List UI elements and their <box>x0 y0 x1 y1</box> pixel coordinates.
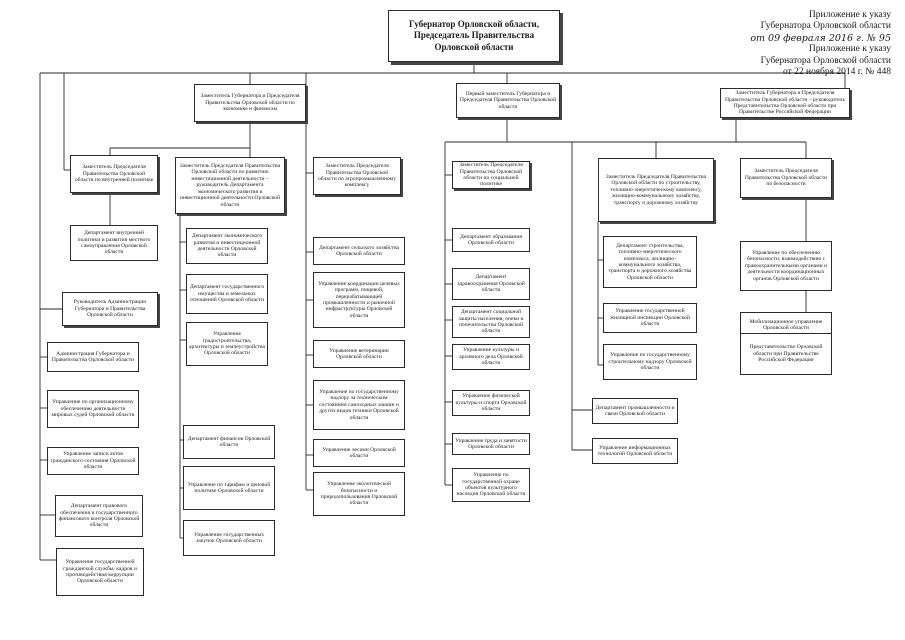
security-unit-label-0: Управление по обеспечению безопасности, … <box>744 249 828 282</box>
agro-unit-label-3: Управление по государственному надзору з… <box>319 388 399 421</box>
annex-date-number-original: от 22 ноября 2014 г. № 448 <box>782 66 891 77</box>
investment-unit-box-4: Управление по тарифам и ценовой политике… <box>183 466 275 510</box>
security-unit-box-2: Представительство Орловской области при … <box>740 333 832 375</box>
industry-unit-label-1: Управление информационных технологий Орл… <box>597 444 673 457</box>
deputy-agro-box: Заместитель Председателя Правительства О… <box>313 157 401 195</box>
deputy-economy-box: Заместитель Губернатора и Председателя П… <box>194 84 306 122</box>
construction-unit-label-2: Управление по государственному строитель… <box>608 352 692 372</box>
internal-policy-head-label: Заместитель Председателя Правительства О… <box>74 164 154 184</box>
investment-unit-label-0: Департамент экономического развития и ин… <box>191 233 263 259</box>
deputy-security-box: Заместитель Председателя Правительства О… <box>740 158 832 198</box>
agro-unit-box-0: Департамент сельского хозяйства Орловско… <box>313 237 405 265</box>
deputy-construction-box: Заместитель Председателя Правительства О… <box>598 158 714 222</box>
investment-unit-box-5: Управление государственных закупок Орлов… <box>183 520 275 556</box>
construction-unit-box-2: Управление по государственному строитель… <box>603 344 697 380</box>
internal-policy-unit-box: Департамент внутренней политики и развит… <box>70 225 158 261</box>
social-unit-label-1: Департамент здравоохранения Орловской об… <box>457 274 525 294</box>
admin-unit-box-1: Управление по организационному обеспечен… <box>47 390 139 428</box>
investment-unit-box-1: Департамент государственного имущества и… <box>186 274 268 314</box>
social-unit-box-3: Управление культуры и архивного дела Орл… <box>452 344 530 370</box>
social-unit-label-6: Управление по государственной охране объ… <box>456 472 526 498</box>
admin-unit-label-0: Администрация Губернатора и Правительств… <box>51 350 135 363</box>
construction-unit-label-1: Управление государственной жилищной инсп… <box>610 308 690 328</box>
annex-header: Приложение к указу Губернатора Орловской… <box>651 10 891 78</box>
investment-unit-label-3: Департамент финансов Орловской области <box>187 435 271 448</box>
first-deputy-label: Первый заместитель Губернатора и Председ… <box>459 90 557 110</box>
agro-unit-label-5: Управление экологической безопасности и … <box>320 481 398 507</box>
agro-unit-label-4: Управление лесами Орловской области <box>322 446 396 459</box>
admin-head-box: Руководитель Администрации Губернатора и… <box>62 292 158 326</box>
security-unit-label-1: Мобилизационное управление Орловской обл… <box>749 318 823 331</box>
investment-unit-box-3: Департамент финансов Орловской области <box>183 425 275 459</box>
social-unit-box-5: Управление труда и занятости Орловской о… <box>452 433 530 455</box>
deputy-representative-box: Заместитель Губернатора и Председателя П… <box>720 88 850 118</box>
industry-unit-box-0: Департамент промышленности и связи Орлов… <box>592 398 678 424</box>
annex-title: Приложение к указу <box>808 10 891 20</box>
deputy-security-label: Заместитель Председателя Правительства О… <box>744 168 828 188</box>
construction-unit-box-0: Департамент строительства, топливно-энер… <box>603 236 697 288</box>
social-unit-box-2: Департамент социальной защиты населения,… <box>452 306 530 338</box>
governor-box: Губернатор Орловской области, Председате… <box>388 10 560 62</box>
investment-head-label: Заместитель Председателя Правительства О… <box>179 163 281 208</box>
social-unit-label-5: Управление труда и занятости Орловской о… <box>455 437 527 450</box>
agro-unit-label-0: Департамент сельского хозяйства Орловско… <box>319 244 399 257</box>
admin-unit-box-3: Департамент правового обеспечения и госу… <box>55 495 143 537</box>
security-unit-label-2: Представительство Орловской области при … <box>749 344 823 364</box>
agro-unit-label-2: Управление ветеринарии Орловской области <box>329 347 389 360</box>
social-unit-label-2: Департамент социальной защиты населения,… <box>458 309 524 335</box>
investment-unit-label-2: Управление градостроительства, архитекту… <box>189 331 265 357</box>
industry-unit-box-1: Управление информационных технологий Орл… <box>592 438 678 464</box>
admin-unit-box-2: Управление записи актов гражданского сос… <box>47 447 139 475</box>
annex-title-original: Приложение к указу <box>808 44 891 55</box>
social-unit-box-1: Департамент здравоохранения Орловской об… <box>452 268 530 300</box>
investment-unit-label-1: Департамент государственного имущества и… <box>189 284 265 304</box>
agro-unit-box-4: Управление лесами Орловской области <box>313 439 405 467</box>
social-unit-box-6: Управление по государственной охране объ… <box>452 468 530 502</box>
construction-unit-box-1: Управление государственной жилищной инсп… <box>603 303 697 333</box>
security-unit-box-0: Управление по обеспечению безопасности, … <box>740 241 832 291</box>
investment-unit-label-5: Управление государственных закупок Орлов… <box>193 531 265 544</box>
agro-unit-box-1: Управление координации целевых программ,… <box>313 272 405 328</box>
social-unit-label-4: Управление физической культуры и спорта … <box>455 393 527 413</box>
deputy-construction-label: Заместитель Председателя Правительства О… <box>605 173 707 206</box>
admin-unit-label-3: Департамент правового обеспечения и госу… <box>58 503 140 529</box>
social-unit-box-0: Департамент образования Орловской област… <box>452 228 530 252</box>
governor-label: Губернатор Орловской области, Председате… <box>409 19 539 52</box>
agro-unit-label-1: Управление координации целевых программ,… <box>318 280 400 319</box>
social-unit-label-3: Управление культуры и архивного дела Орл… <box>459 347 523 367</box>
deputy-social-label: Заместитель Председателя Правительства О… <box>459 162 523 188</box>
deputy-agro-label: Заместитель Председателя Правительства О… <box>317 163 397 189</box>
internal-policy-head-box: Заместитель Председателя Правительства О… <box>70 155 158 193</box>
admin-unit-label-2: Управление записи актов гражданского сос… <box>50 451 136 471</box>
social-unit-box-4: Управление физической культуры и спорта … <box>452 390 530 416</box>
annex-issuer: Губернатора Орловской области <box>760 21 891 32</box>
first-deputy-box: Первый заместитель Губернатора и Председ… <box>456 83 560 118</box>
agro-unit-box-3: Управление по государственному надзору з… <box>313 380 405 430</box>
admin-unit-label-4: Управление государственной гражданской с… <box>63 559 137 585</box>
internal-policy-unit-label: Департамент внутренней политики и развит… <box>77 230 151 256</box>
admin-unit-label-1: Управление по организационному обеспечен… <box>51 399 135 419</box>
construction-unit-label-0: Департамент строительства, топливно-энер… <box>608 242 692 281</box>
admin-head-label: Руководитель Администрации Губернатора и… <box>73 299 147 319</box>
deputy-representative-label: Заместитель Губернатора и Председателя П… <box>724 90 846 116</box>
investment-unit-box-0: Департамент экономического развития и ин… <box>186 228 268 264</box>
social-unit-label-0: Департамент образования Орловской област… <box>460 233 522 246</box>
admin-unit-box-4: Управление государственной гражданской с… <box>56 548 144 596</box>
investment-head-box: Заместитель Председателя Правительства О… <box>175 157 285 214</box>
deputy-economy-label: Заместитель Губернатора и Председателя П… <box>200 93 300 113</box>
agro-unit-box-5: Управление экологической безопасности и … <box>313 472 405 516</box>
deputy-social-box: Заместитель Председателя Правительства О… <box>452 161 530 189</box>
investment-unit-box-2: Управление градостроительства, архитекту… <box>186 322 268 366</box>
admin-unit-box-0: Администрация Губернатора и Правительств… <box>47 342 139 372</box>
investment-unit-label-4: Управление по тарифам и ценовой политике… <box>187 481 271 494</box>
annex-date-number: от 09 февраля 2016 г. № 95 <box>750 32 891 44</box>
industry-unit-label-0: Департамент промышленности и связи Орлов… <box>595 404 675 417</box>
annex-issuer-original: Губернатора Орловской области <box>760 55 891 66</box>
agro-unit-box-2: Управление ветеринарии Орловской области <box>313 340 405 368</box>
